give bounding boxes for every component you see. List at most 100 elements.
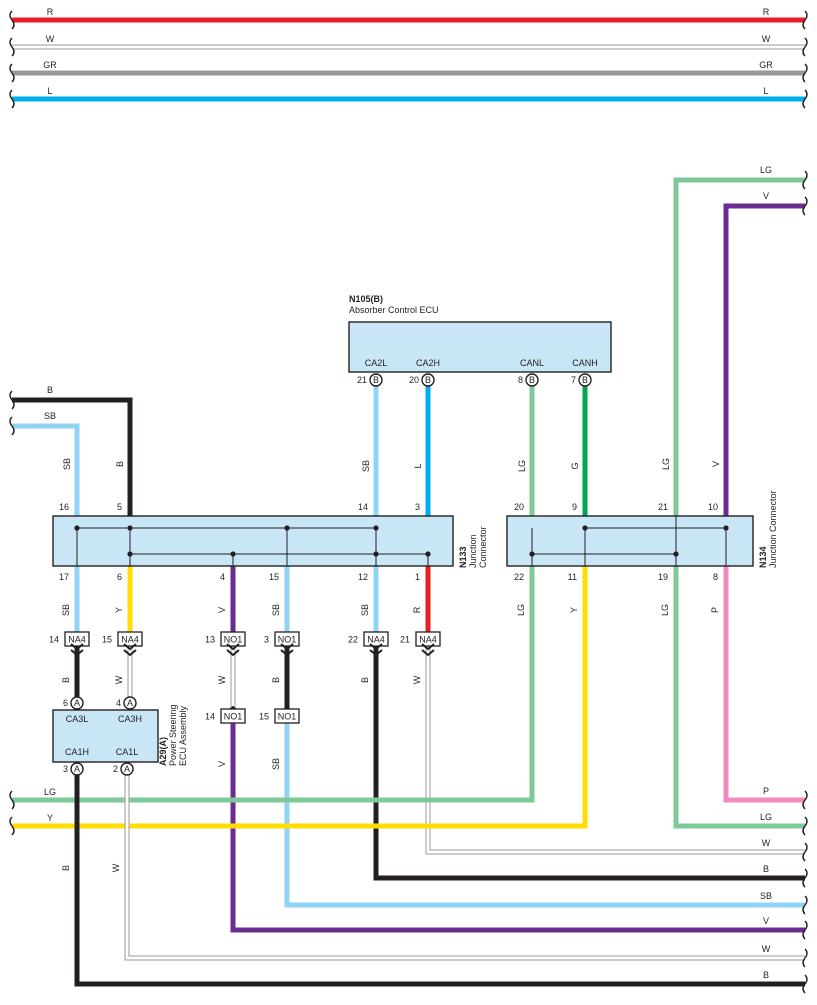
jc1-bottom-wire-0: SB	[61, 604, 71, 616]
bottom-right-label-5: V	[763, 916, 769, 926]
wire-ca1l-w	[125, 775, 805, 960]
inline-conn-2-box	[220, 631, 246, 647]
wire-break-icon	[9, 390, 15, 410]
ecu-wire-label-1: L	[413, 463, 423, 468]
wire-break-icon	[802, 63, 808, 83]
jc2-top-pin-9: 9	[572, 502, 577, 512]
junction-dot-icon	[373, 525, 379, 531]
bottom-right-label-2: W	[762, 838, 771, 848]
wire-jc2-8-p	[723, 566, 805, 803]
jc1-bottom-wire-1: Y	[114, 607, 124, 613]
jc1-bottom-wire-2: V	[217, 607, 227, 613]
jc2-top-pin-10: 10	[708, 502, 718, 512]
wire-na4-21-w-outline	[425, 646, 805, 855]
junction-dot-icon	[723, 525, 729, 531]
ps-top-label-0: CA3L	[66, 714, 89, 724]
junction-dot-icon	[284, 525, 290, 531]
lower-conn-1-pin: 15	[259, 712, 269, 722]
bottom-right-label-0: P	[763, 786, 769, 796]
inline-conn-4-box	[363, 631, 389, 647]
ecu-pin-CANL-letter: B	[529, 375, 535, 385]
ecu-term-CA2H: CA2H	[416, 358, 440, 368]
jc1-top-pin-16: 16	[59, 502, 69, 512]
wire-break-icon	[9, 416, 15, 436]
wire-no1-15-sb	[284, 723, 805, 908]
ecu-pin-CANL-icon	[525, 373, 539, 387]
ps-top-pin-0-letter: A	[74, 698, 80, 708]
inline-wire-label-4: B	[360, 677, 370, 683]
connector-chevron-icon	[421, 649, 435, 657]
jc2-top-wire-lg: LG	[661, 458, 671, 470]
lower-conn-0-name: NO1	[224, 712, 243, 722]
wires-layer	[12, 17, 805, 987]
ps-bottom-pin-1-icon	[120, 762, 134, 776]
ps-top-label-1: CA3H	[118, 714, 142, 724]
wire-break-icon	[802, 948, 808, 968]
connector-chevron-icon	[280, 643, 294, 651]
ecu-wire-label-3: G	[570, 462, 580, 469]
connector-chevron-icon	[369, 643, 383, 651]
absorber-ecu-desc: Absorber Control ECU	[349, 305, 439, 315]
inline-conn-0-name: NA4	[68, 635, 86, 645]
ecu-pinnum-CA2L: 21	[357, 375, 367, 385]
inline-conn-0-box	[64, 631, 90, 647]
ps-bottom-wire-1: W	[111, 863, 121, 872]
ps-bottom-pinnum-1: 2	[113, 764, 118, 774]
wire-jc2-22-lg	[12, 566, 535, 803]
junction-dot-icon	[529, 551, 535, 557]
wire-break-icon	[802, 37, 808, 57]
ecu-wire-label-0: SB	[361, 460, 371, 472]
junction-dot-icon	[373, 551, 379, 557]
wire-break-icon	[802, 842, 808, 862]
wire-jc2-19-lg	[673, 566, 805, 829]
ps-bottom-pin-0-icon	[70, 762, 84, 776]
ps-bottom-pin-0-letter: A	[74, 764, 80, 774]
junction-dot-icon	[230, 551, 236, 557]
jc1-bottom-pin-6: 6	[117, 572, 122, 582]
lower-wire-label-1: SB	[271, 758, 281, 770]
bottom-right-label-6: W	[762, 944, 771, 954]
connector-chevron-icon	[70, 649, 84, 657]
ecu-term-CANH: CANH	[572, 358, 598, 368]
ps-ecu-desc1: Power Steering	[168, 704, 178, 766]
input-label-lg: LG	[760, 165, 772, 175]
connector-chevron-icon	[226, 649, 240, 657]
ecu-pin-CANH-icon	[578, 373, 592, 387]
wire-na4-21-w	[426, 646, 805, 854]
ecu-pinnum-CANH: 7	[571, 375, 576, 385]
bus-label-left-0: R	[47, 7, 54, 17]
ps-ecu-name: A29(A)	[158, 737, 168, 766]
jc1-bottom-pin-4: 4	[220, 572, 225, 582]
inline-conn-5-pin: 21	[400, 635, 410, 645]
connector-chevron-icon	[226, 643, 240, 651]
wire-no1-14-v	[230, 723, 805, 933]
wire-break-icon	[9, 63, 15, 83]
ps-bottom-label-1: CA1L	[116, 747, 139, 757]
jc-n134-box	[506, 515, 754, 567]
ps-bottom-wire-0: B	[61, 865, 71, 871]
ps-bottom-pin-1-letter: A	[124, 764, 130, 774]
ecu-term-CANL: CANL	[520, 358, 544, 368]
wire-break-icon	[802, 170, 808, 190]
wire-break-icon	[9, 89, 15, 109]
junction-dot-icon	[582, 525, 588, 531]
jc2-bottom-pin-11: 11	[568, 572, 577, 582]
jc-n133-name: N133	[458, 546, 468, 568]
absorber-ecu-box	[348, 321, 612, 373]
ecu-pin-CA2L-letter: B	[373, 375, 379, 385]
bottom-right-label-3: B	[763, 864, 769, 874]
ecu-pin-CA2H-letter: B	[425, 375, 431, 385]
wire-break-icon	[9, 10, 15, 30]
jc1-bottom-wire-3: SB	[271, 604, 281, 616]
junction-dot-icon	[127, 525, 133, 531]
ps-ecu-desc2: ECU Assembly	[178, 705, 188, 766]
jc-n133-desc2: Connector	[478, 526, 488, 568]
jc1-bottom-pin-15: 15	[269, 572, 279, 582]
wire-na4-22-b	[373, 646, 805, 881]
connector-chevron-icon	[280, 649, 294, 657]
wire-v-input	[723, 203, 805, 516]
bus-label-left-1: W	[46, 34, 55, 44]
jc2-bottom-pin-22: 22	[514, 572, 524, 582]
ps-top-pin-1-icon	[123, 696, 137, 710]
